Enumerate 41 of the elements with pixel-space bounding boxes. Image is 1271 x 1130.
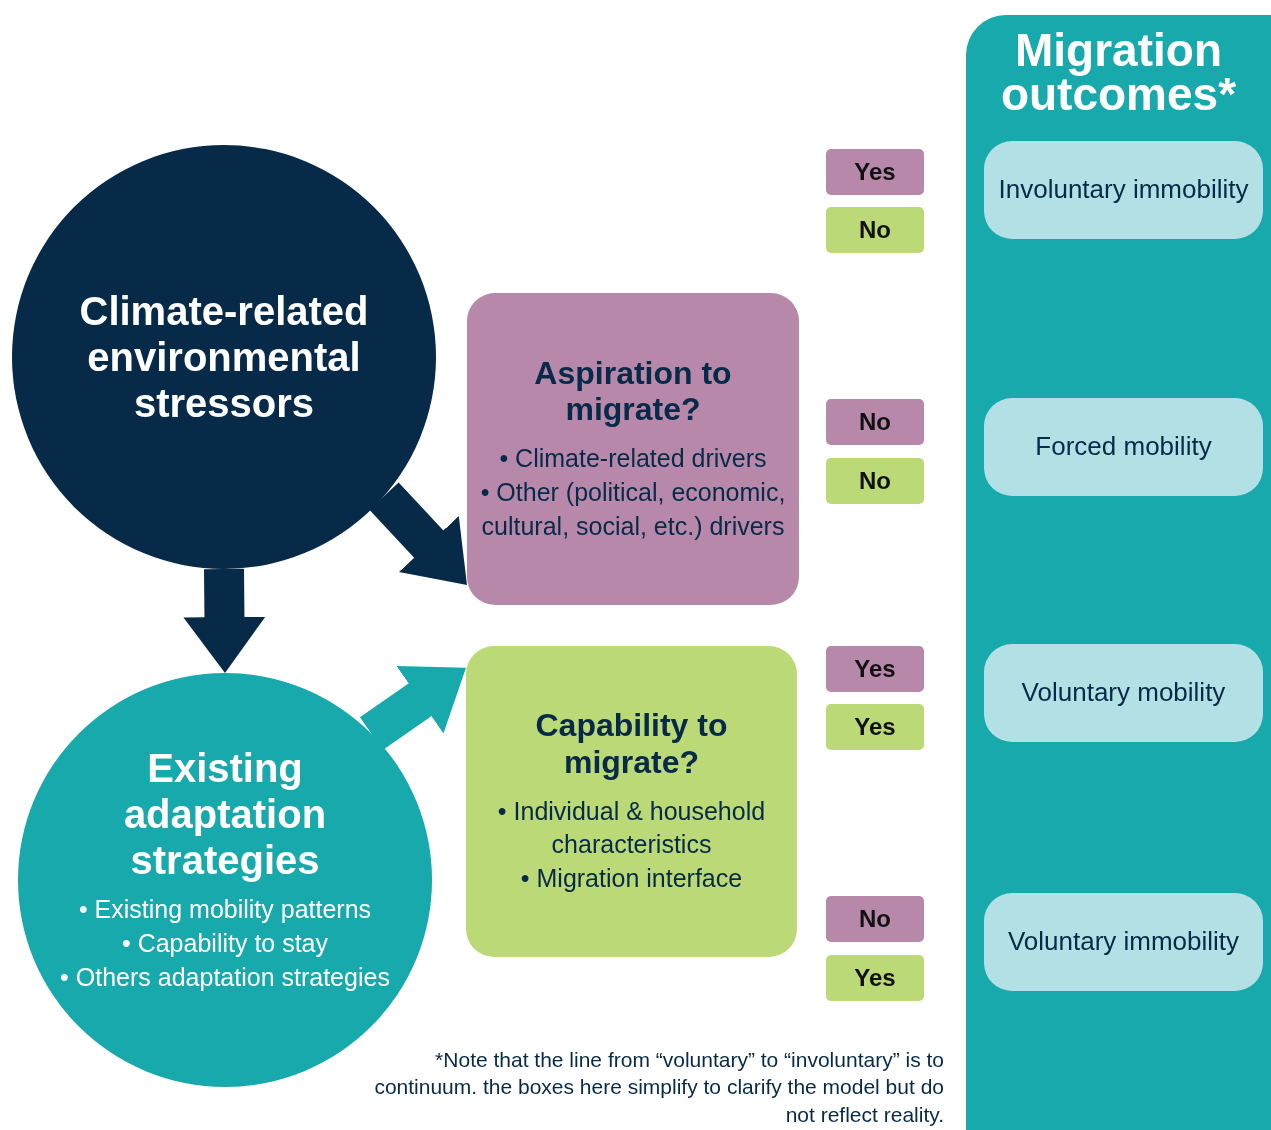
outcomes-panel bbox=[966, 15, 1271, 1130]
node-title: Climate-related environmental stressors bbox=[78, 288, 370, 426]
answer-tag bbox=[826, 399, 924, 445]
tag-label: Yes bbox=[854, 713, 896, 741]
bullet-item: • Climate-related drivers bbox=[499, 443, 767, 475]
tag-label: No bbox=[859, 408, 891, 436]
node-title: Capability to migrate? bbox=[534, 707, 729, 781]
bullet-item: • Capability to stay bbox=[121, 928, 329, 960]
node-title: Existing adaptation strategies bbox=[122, 745, 328, 884]
bullet-item: • Existing mobility patterns bbox=[78, 894, 372, 926]
answer-tag bbox=[826, 207, 924, 253]
bullet-item: • Individual & household characteristics bbox=[496, 795, 767, 861]
tag-label: No bbox=[859, 905, 891, 933]
tag-label: No bbox=[859, 216, 891, 244]
outcome-box bbox=[984, 893, 1263, 991]
tag-label: Yes bbox=[854, 655, 896, 683]
outcome-label: Involuntary immobility bbox=[998, 175, 1249, 205]
bullet-item: • Other (political, economic, cultural, social, etc.) drivers bbox=[479, 476, 787, 542]
tag-label: Yes bbox=[854, 158, 896, 186]
arrow bbox=[183, 568, 266, 674]
bullet-item: • Migration interface bbox=[520, 863, 743, 895]
node-title: Aspiration to migrate? bbox=[533, 354, 733, 429]
bullet-item: • Others adaptation strategies bbox=[60, 961, 390, 993]
outcome-label: Forced mobility bbox=[1035, 432, 1212, 462]
answer-tag bbox=[826, 955, 924, 1001]
panel-title: Migration outcomes* bbox=[999, 29, 1238, 117]
answer-tag bbox=[826, 704, 924, 750]
note-text: *Note that the line from “voluntary” to “involuntary” is to continuum. the boxes here simplify to clarify the model but do not reflect reality. bbox=[373, 1047, 944, 1128]
question-box bbox=[467, 293, 799, 605]
question-box bbox=[466, 646, 797, 957]
outcome-box bbox=[984, 398, 1263, 496]
answer-tag bbox=[826, 646, 924, 692]
answer-tag bbox=[826, 149, 924, 195]
outcome-box bbox=[984, 644, 1263, 742]
answer-tag bbox=[826, 896, 924, 942]
outcome-label: Voluntary mobility bbox=[1021, 678, 1226, 708]
outcome-label: Voluntary immobility bbox=[1007, 927, 1240, 957]
answer-tag bbox=[826, 458, 924, 504]
outcome-box bbox=[984, 141, 1263, 239]
tag-label: Yes bbox=[854, 964, 896, 992]
tag-label: No bbox=[859, 467, 891, 495]
